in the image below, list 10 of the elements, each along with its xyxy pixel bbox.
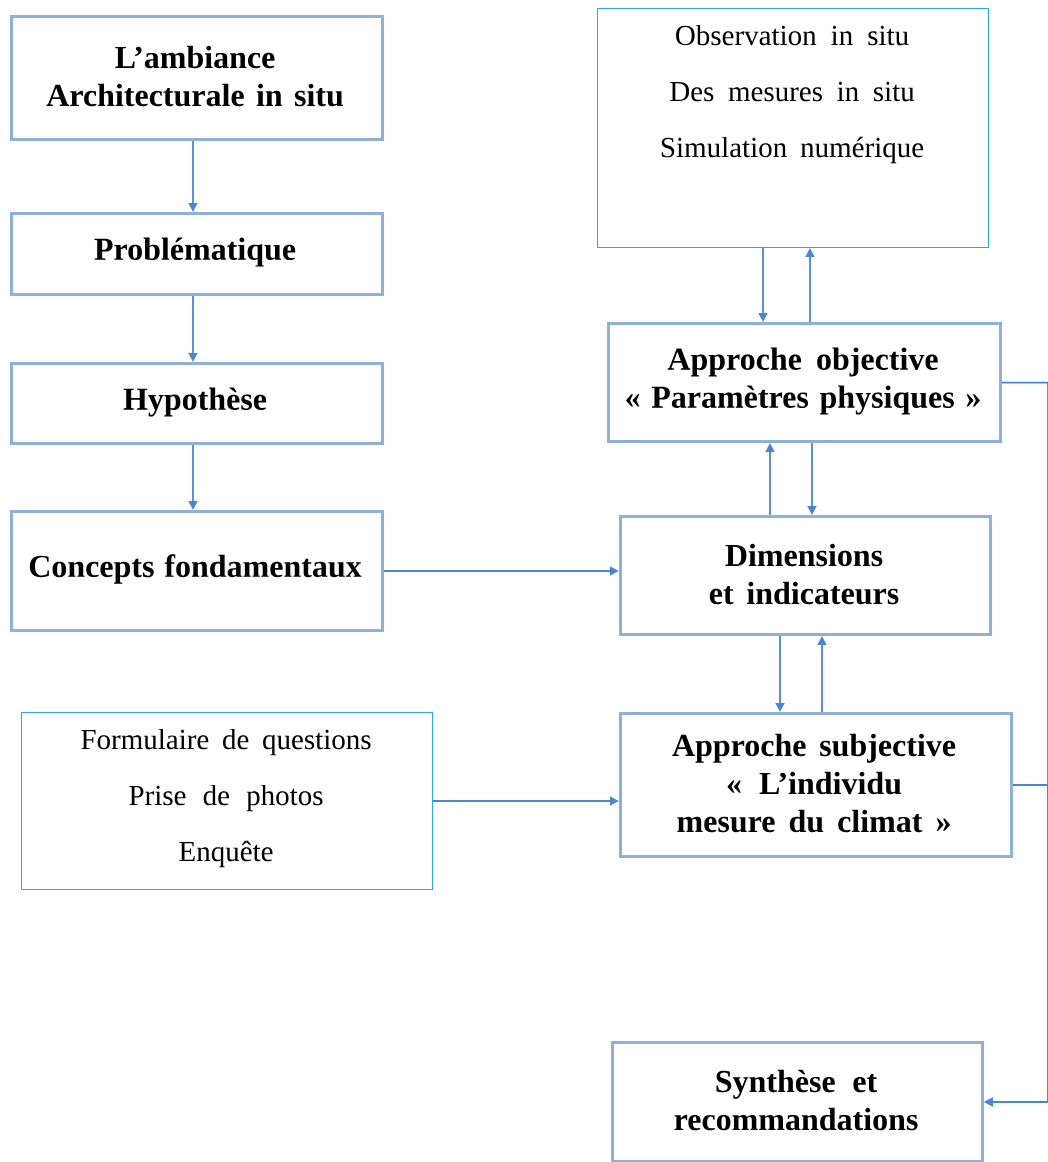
process-box: L’ambiance Architecturale in situ bbox=[10, 15, 384, 141]
process-box: Hypothèse bbox=[10, 362, 384, 445]
process-box: Dimensions et indicateurs bbox=[619, 515, 992, 636]
list-box: Formulaire de questions Prise de photos Enquête bbox=[21, 712, 433, 890]
process-box: Approche subjective « L’individu mesure du climat » bbox=[619, 712, 1013, 858]
process-box: Problématique bbox=[10, 212, 384, 296]
list-box: Observation in situ Des mesures in situ Simulation numérique bbox=[597, 8, 989, 248]
process-box: Approche objective « Paramètres physiques » bbox=[607, 322, 1002, 443]
process-box: Synthèse et recommandations bbox=[611, 1041, 984, 1162]
process-box: Concepts fondamentaux bbox=[10, 510, 384, 632]
